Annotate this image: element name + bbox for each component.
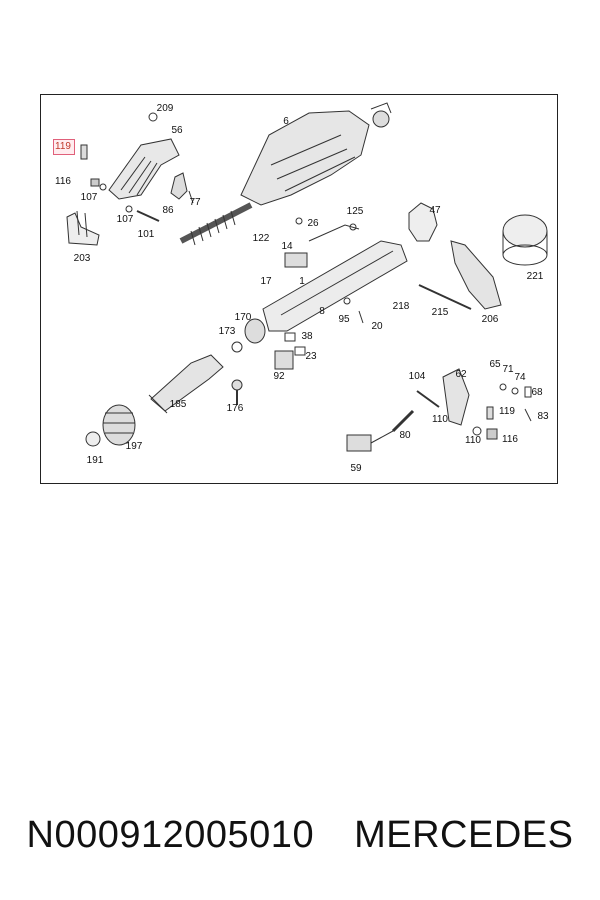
steering-column-exploded-view <box>66 102 548 452</box>
callout-185[interactable]: 185 <box>169 399 187 410</box>
callout-215[interactable]: 215 <box>431 307 449 318</box>
callout-218[interactable]: 218 <box>392 301 410 312</box>
callout-221[interactable]: 221 <box>526 271 544 282</box>
callout-170[interactable]: 170 <box>234 312 252 323</box>
callout-209[interactable]: 209 <box>156 103 174 114</box>
callout-101[interactable]: 101 <box>137 229 155 240</box>
callout-116[interactable]: 116 <box>55 176 71 187</box>
parts-diagram: 119 116 107 209 56 77 86 107 101 203 6 2… <box>40 94 558 484</box>
product-caption: N000912005010 MERCEDES <box>0 805 600 865</box>
callout-83[interactable]: 83 <box>537 411 549 422</box>
callout-197[interactable]: 197 <box>125 441 143 452</box>
callout-71[interactable]: 71 <box>502 364 514 375</box>
callout-107[interactable]: 107 <box>80 192 98 203</box>
callout-92[interactable]: 92 <box>273 371 285 382</box>
callout-86[interactable]: 86 <box>162 205 174 216</box>
callout-125[interactable]: 125 <box>346 206 364 217</box>
callout-6[interactable]: 6 <box>283 116 289 127</box>
brand-name: MERCEDES <box>354 813 574 856</box>
callout-119[interactable]: 119 <box>499 406 515 417</box>
callout-77[interactable]: 77 <box>189 197 201 208</box>
callout-191[interactable]: 191 <box>86 455 104 466</box>
callout-17[interactable]: 17 <box>260 276 272 287</box>
callout-38[interactable]: 38 <box>301 331 313 342</box>
callout-110b[interactable]: 110 <box>465 435 481 446</box>
callout-107b[interactable]: 107 <box>116 214 134 225</box>
callout-80[interactable]: 80 <box>399 430 411 441</box>
callout-203[interactable]: 203 <box>73 253 91 264</box>
callout-23[interactable]: 23 <box>305 351 317 362</box>
callout-68[interactable]: 68 <box>531 387 543 398</box>
callout-116b[interactable]: 116 <box>502 434 518 445</box>
callout-1[interactable]: 1 <box>299 276 305 287</box>
callout-65[interactable]: 65 <box>489 359 501 370</box>
callout-74[interactable]: 74 <box>514 372 526 383</box>
callout-47[interactable]: 47 <box>429 205 441 216</box>
callout-62[interactable]: 62 <box>455 369 467 380</box>
callout-206[interactable]: 206 <box>481 314 499 325</box>
callout-56[interactable]: 56 <box>171 125 183 136</box>
callout-176[interactable]: 176 <box>226 403 244 414</box>
callout-59[interactable]: 59 <box>350 463 362 474</box>
callout-20[interactable]: 20 <box>371 321 383 332</box>
callout-110[interactable]: 110 <box>432 414 448 425</box>
callout-26[interactable]: 26 <box>307 218 319 229</box>
part-number: N000912005010 <box>26 813 315 856</box>
callout-8[interactable]: 8 <box>319 306 325 317</box>
callout-173[interactable]: 173 <box>218 326 236 337</box>
callout-119-highlighted[interactable]: 119 <box>55 141 71 152</box>
callout-104[interactable]: 104 <box>408 371 426 382</box>
highlight-box <box>53 139 75 155</box>
callout-14[interactable]: 14 <box>281 241 293 252</box>
callout-122[interactable]: 122 <box>252 233 270 244</box>
callout-95[interactable]: 95 <box>338 314 350 325</box>
